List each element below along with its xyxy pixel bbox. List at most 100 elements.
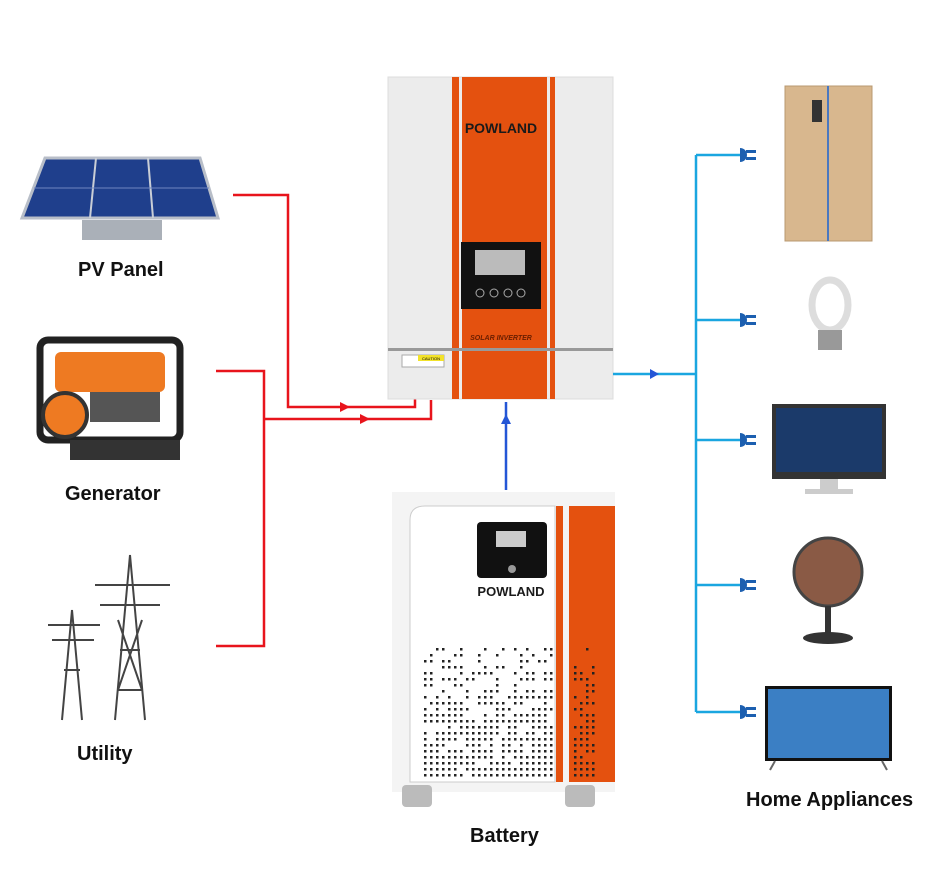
vent-dot — [550, 672, 553, 675]
vent-dot — [496, 762, 499, 765]
vent-dot — [430, 756, 433, 759]
vent-dot — [544, 648, 547, 651]
vent-dot — [442, 762, 445, 765]
vent-dot — [574, 666, 577, 669]
vent-dot — [532, 720, 535, 723]
vent-dot — [514, 672, 517, 675]
vent-dot — [472, 768, 475, 771]
vent-dot — [580, 702, 583, 705]
vent-dot — [532, 708, 535, 711]
vent-dot — [586, 678, 589, 681]
vent-dot — [526, 660, 529, 663]
vent-dot — [496, 720, 499, 723]
light-bulb-image — [808, 276, 852, 350]
vent-dot — [454, 702, 457, 705]
vent-dot — [466, 708, 469, 711]
vent-dot — [460, 684, 463, 687]
vent-dot — [550, 696, 553, 699]
vent-dot — [496, 678, 499, 681]
vent-dot — [448, 720, 451, 723]
vent-dot — [532, 774, 535, 777]
vent-dot — [514, 768, 517, 771]
vent-dot — [496, 774, 499, 777]
vent-dot — [454, 708, 457, 711]
vent-dot — [574, 672, 577, 675]
vent-dot — [490, 690, 493, 693]
vent-dot — [550, 732, 553, 735]
vent-dot — [502, 708, 505, 711]
vent-dot — [442, 678, 445, 681]
vent-dot — [592, 702, 595, 705]
vent-dot — [514, 738, 517, 741]
vent-dot — [466, 696, 469, 699]
vent-dot — [502, 720, 505, 723]
vent-dot — [490, 762, 493, 765]
vent-dot — [544, 732, 547, 735]
vent-dot — [550, 768, 553, 771]
vent-dot — [478, 702, 481, 705]
vent-dot — [454, 756, 457, 759]
vent-dot — [580, 768, 583, 771]
vent-dot — [538, 726, 541, 729]
vent-dot — [424, 762, 427, 765]
vent-dot — [538, 720, 541, 723]
vent-dot — [424, 708, 427, 711]
vent-dot — [472, 774, 475, 777]
vent-dot — [544, 708, 547, 711]
vent-dot — [574, 738, 577, 741]
vent-dot — [460, 732, 463, 735]
vent-dot — [442, 738, 445, 741]
vent-dot — [490, 750, 493, 753]
vent-dot — [424, 756, 427, 759]
vent-dot — [526, 762, 529, 765]
vent-dot — [472, 738, 475, 741]
vent-dot — [526, 732, 529, 735]
vent-dot — [442, 756, 445, 759]
vent-dot — [580, 732, 583, 735]
vent-dot — [574, 756, 577, 759]
vent-dot — [484, 750, 487, 753]
vent-dot — [580, 744, 583, 747]
vent-dot — [514, 720, 517, 723]
vent-dot — [496, 732, 499, 735]
vent-dot — [586, 696, 589, 699]
vent-dot — [424, 714, 427, 717]
vent-dot — [472, 750, 475, 753]
vent-dot — [592, 684, 595, 687]
vent-dot — [526, 720, 529, 723]
vent-dot — [586, 750, 589, 753]
pv-panel-image — [19, 156, 221, 240]
utility-towers-image — [48, 554, 170, 721]
vent-dot — [436, 762, 439, 765]
vent-dot — [538, 660, 541, 663]
generator-image — [36, 336, 184, 460]
vent-dot — [472, 720, 475, 723]
vent-dot — [436, 720, 439, 723]
vent-dot — [436, 648, 439, 651]
vent-dot — [520, 654, 523, 657]
vent-dot — [484, 756, 487, 759]
vent-dot — [586, 720, 589, 723]
vent-dot — [592, 744, 595, 747]
vent-dot — [448, 768, 451, 771]
vent-dot — [448, 738, 451, 741]
vent-dot — [460, 672, 463, 675]
vent-dot — [454, 654, 457, 657]
vent-dot — [586, 702, 589, 705]
vent-dot — [538, 762, 541, 765]
vent-dot — [550, 756, 553, 759]
vent-dot — [508, 750, 511, 753]
vent-dot — [592, 732, 595, 735]
vent-dot — [544, 696, 547, 699]
vent-dot — [460, 702, 463, 705]
vent-dot — [514, 648, 517, 651]
vent-dot — [508, 708, 511, 711]
vent-dot — [436, 702, 439, 705]
vent-dot — [520, 744, 523, 747]
vent-dot — [442, 774, 445, 777]
vent-dot — [586, 768, 589, 771]
vent-dot — [520, 714, 523, 717]
vent-dot — [580, 774, 583, 777]
vent-dot — [484, 732, 487, 735]
vent-dot — [532, 654, 535, 657]
